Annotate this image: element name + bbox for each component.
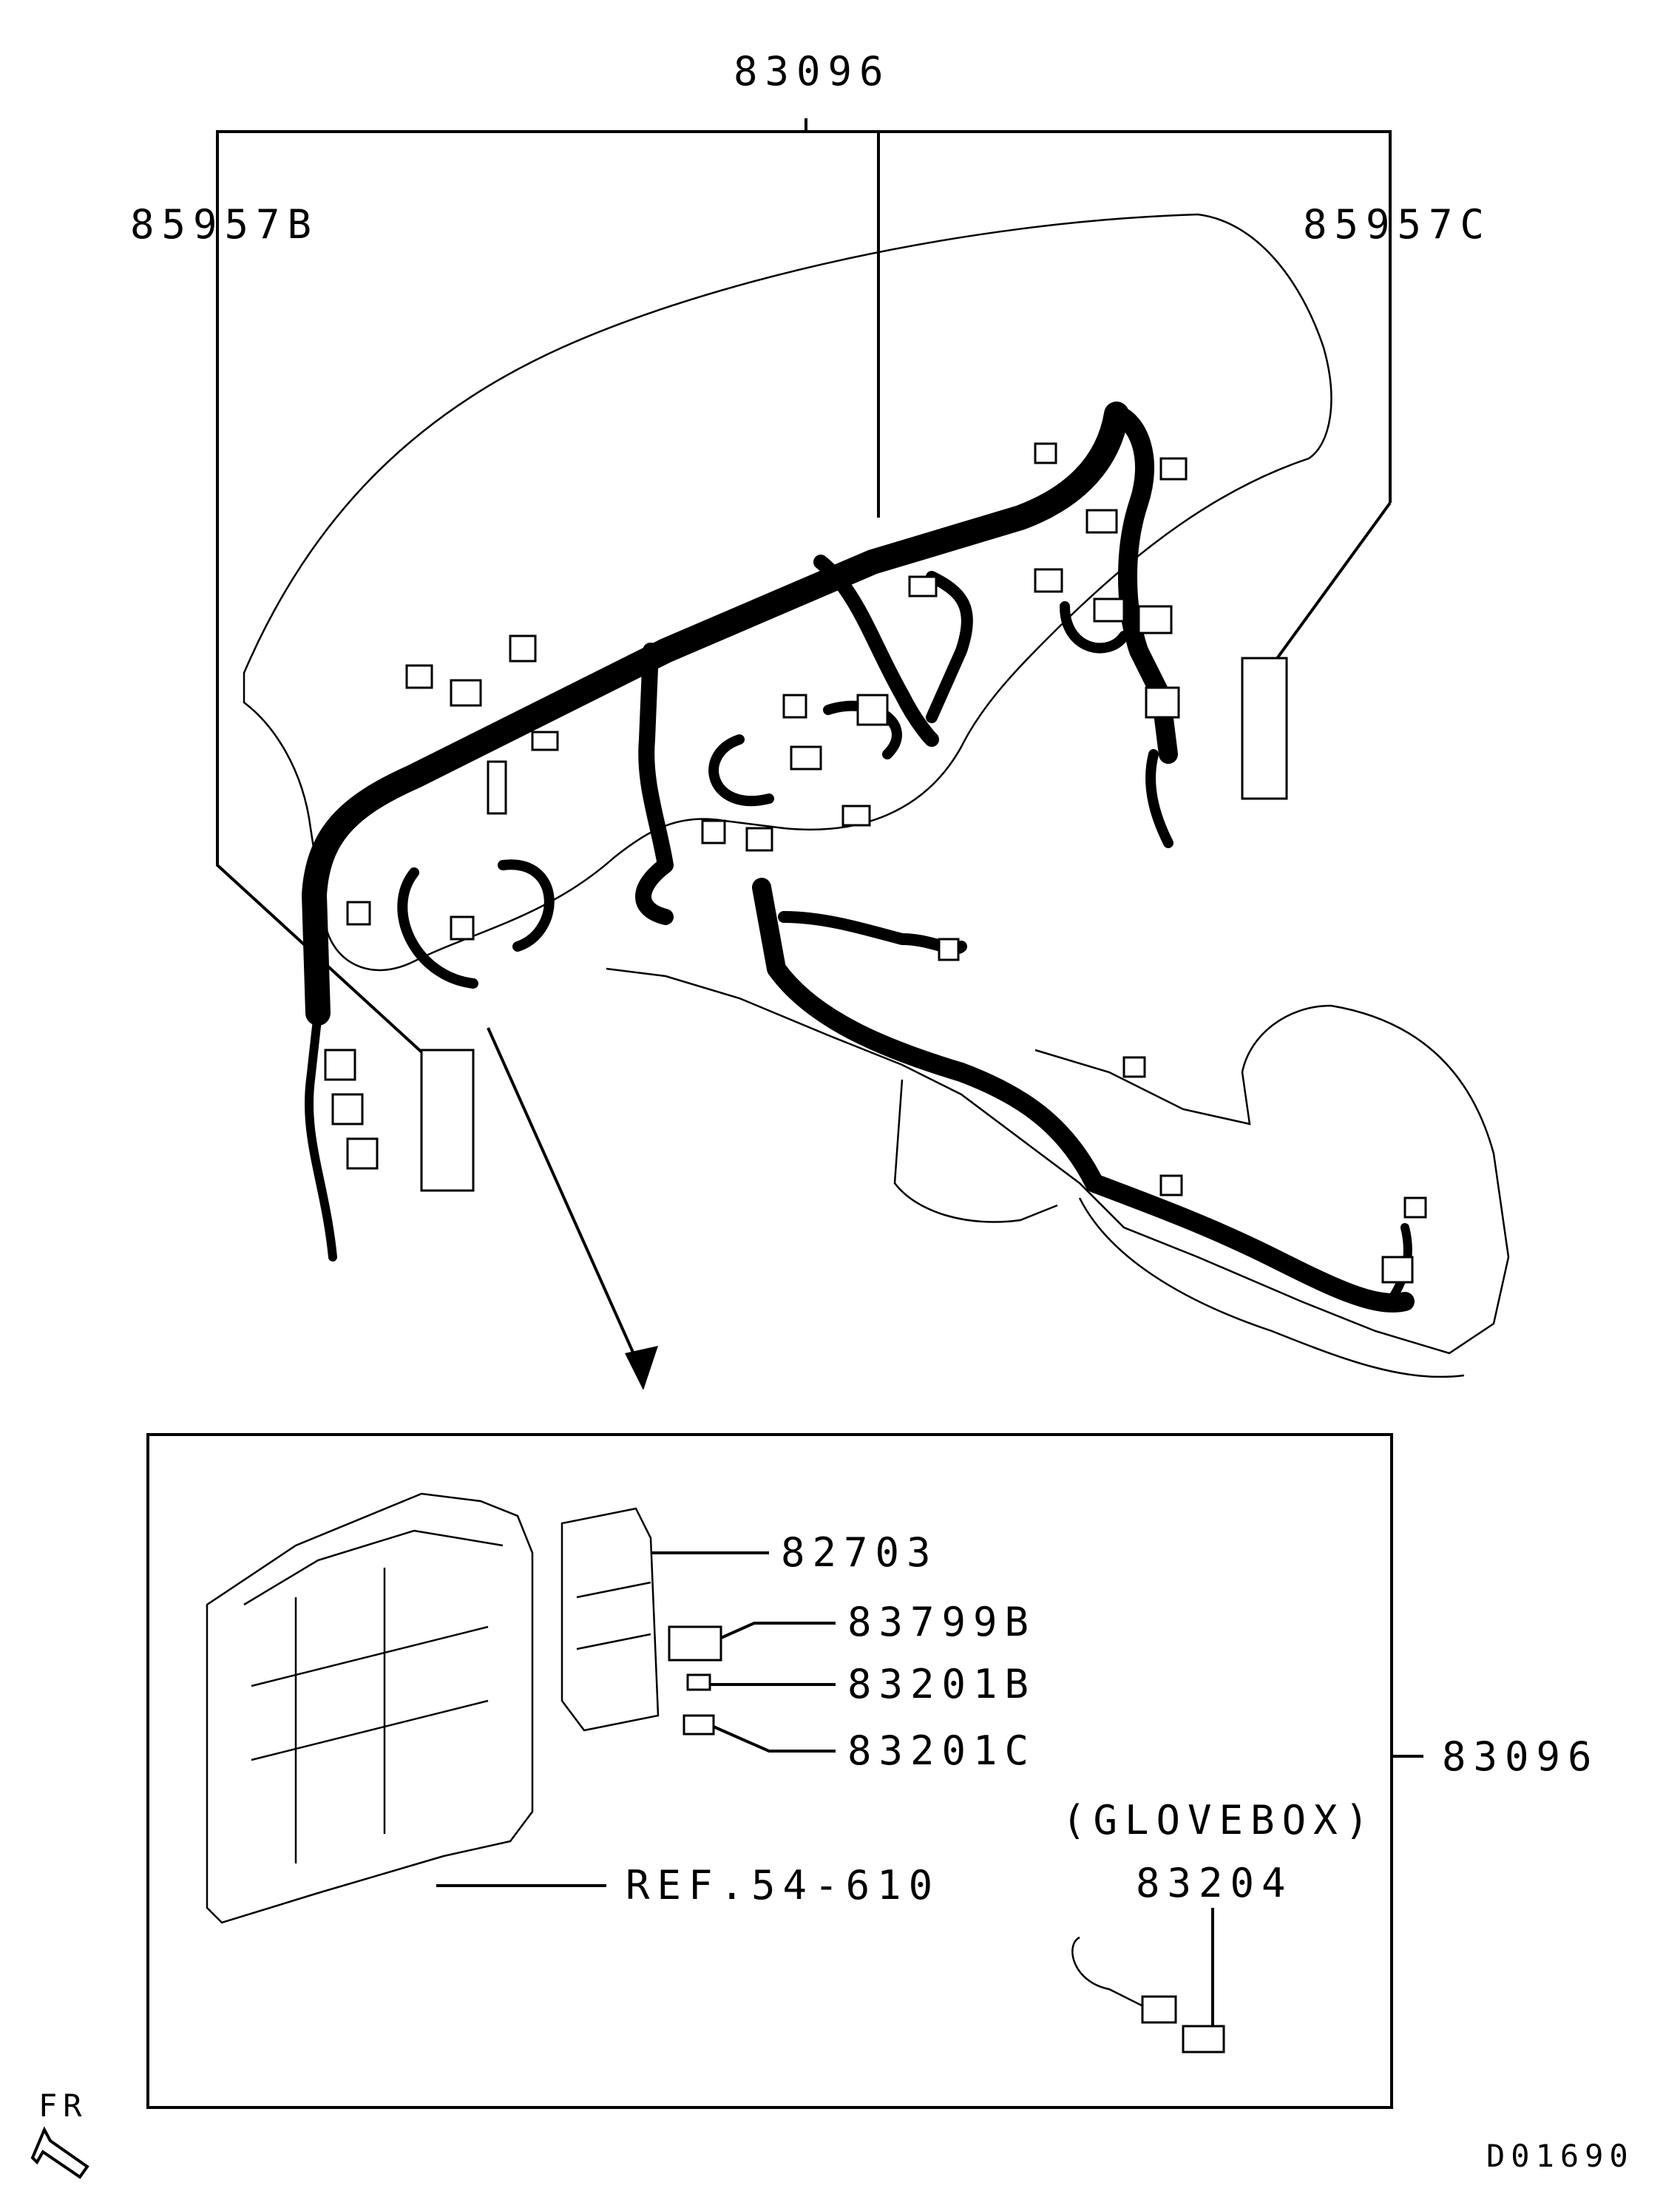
- label-fr: FR: [38, 2088, 88, 2124]
- label-83096-top: 83096: [734, 48, 891, 95]
- label-glovebox: (GLOVEBOX): [1062, 1797, 1376, 1843]
- label-82703: 82703: [781, 1529, 938, 1576]
- connectors: [324, 442, 1427, 1284]
- dashboard-outline: [243, 213, 1510, 1378]
- detail-arrowhead: [625, 1346, 658, 1390]
- label-83096-box: 83096: [1442, 1733, 1599, 1780]
- front-direction-arrow-icon: [30, 2126, 89, 2179]
- label-diagram-code: D01690: [1486, 2138, 1634, 2174]
- label-85957b: 85957B: [130, 201, 319, 248]
- label-83204: 83204: [1136, 1860, 1293, 1906]
- leader-lines: [216, 118, 1392, 1390]
- label-reference: REF.54-610: [626, 1862, 940, 1909]
- detail-box: [146, 1433, 1393, 2109]
- label-83201c: 83201C: [847, 1727, 1036, 1774]
- label-85957c: 85957C: [1303, 201, 1491, 248]
- label-83799b: 83799B: [847, 1599, 1036, 1645]
- label-83201b: 83201B: [847, 1661, 1036, 1707]
- detail-box-contents: [206, 1492, 1423, 2054]
